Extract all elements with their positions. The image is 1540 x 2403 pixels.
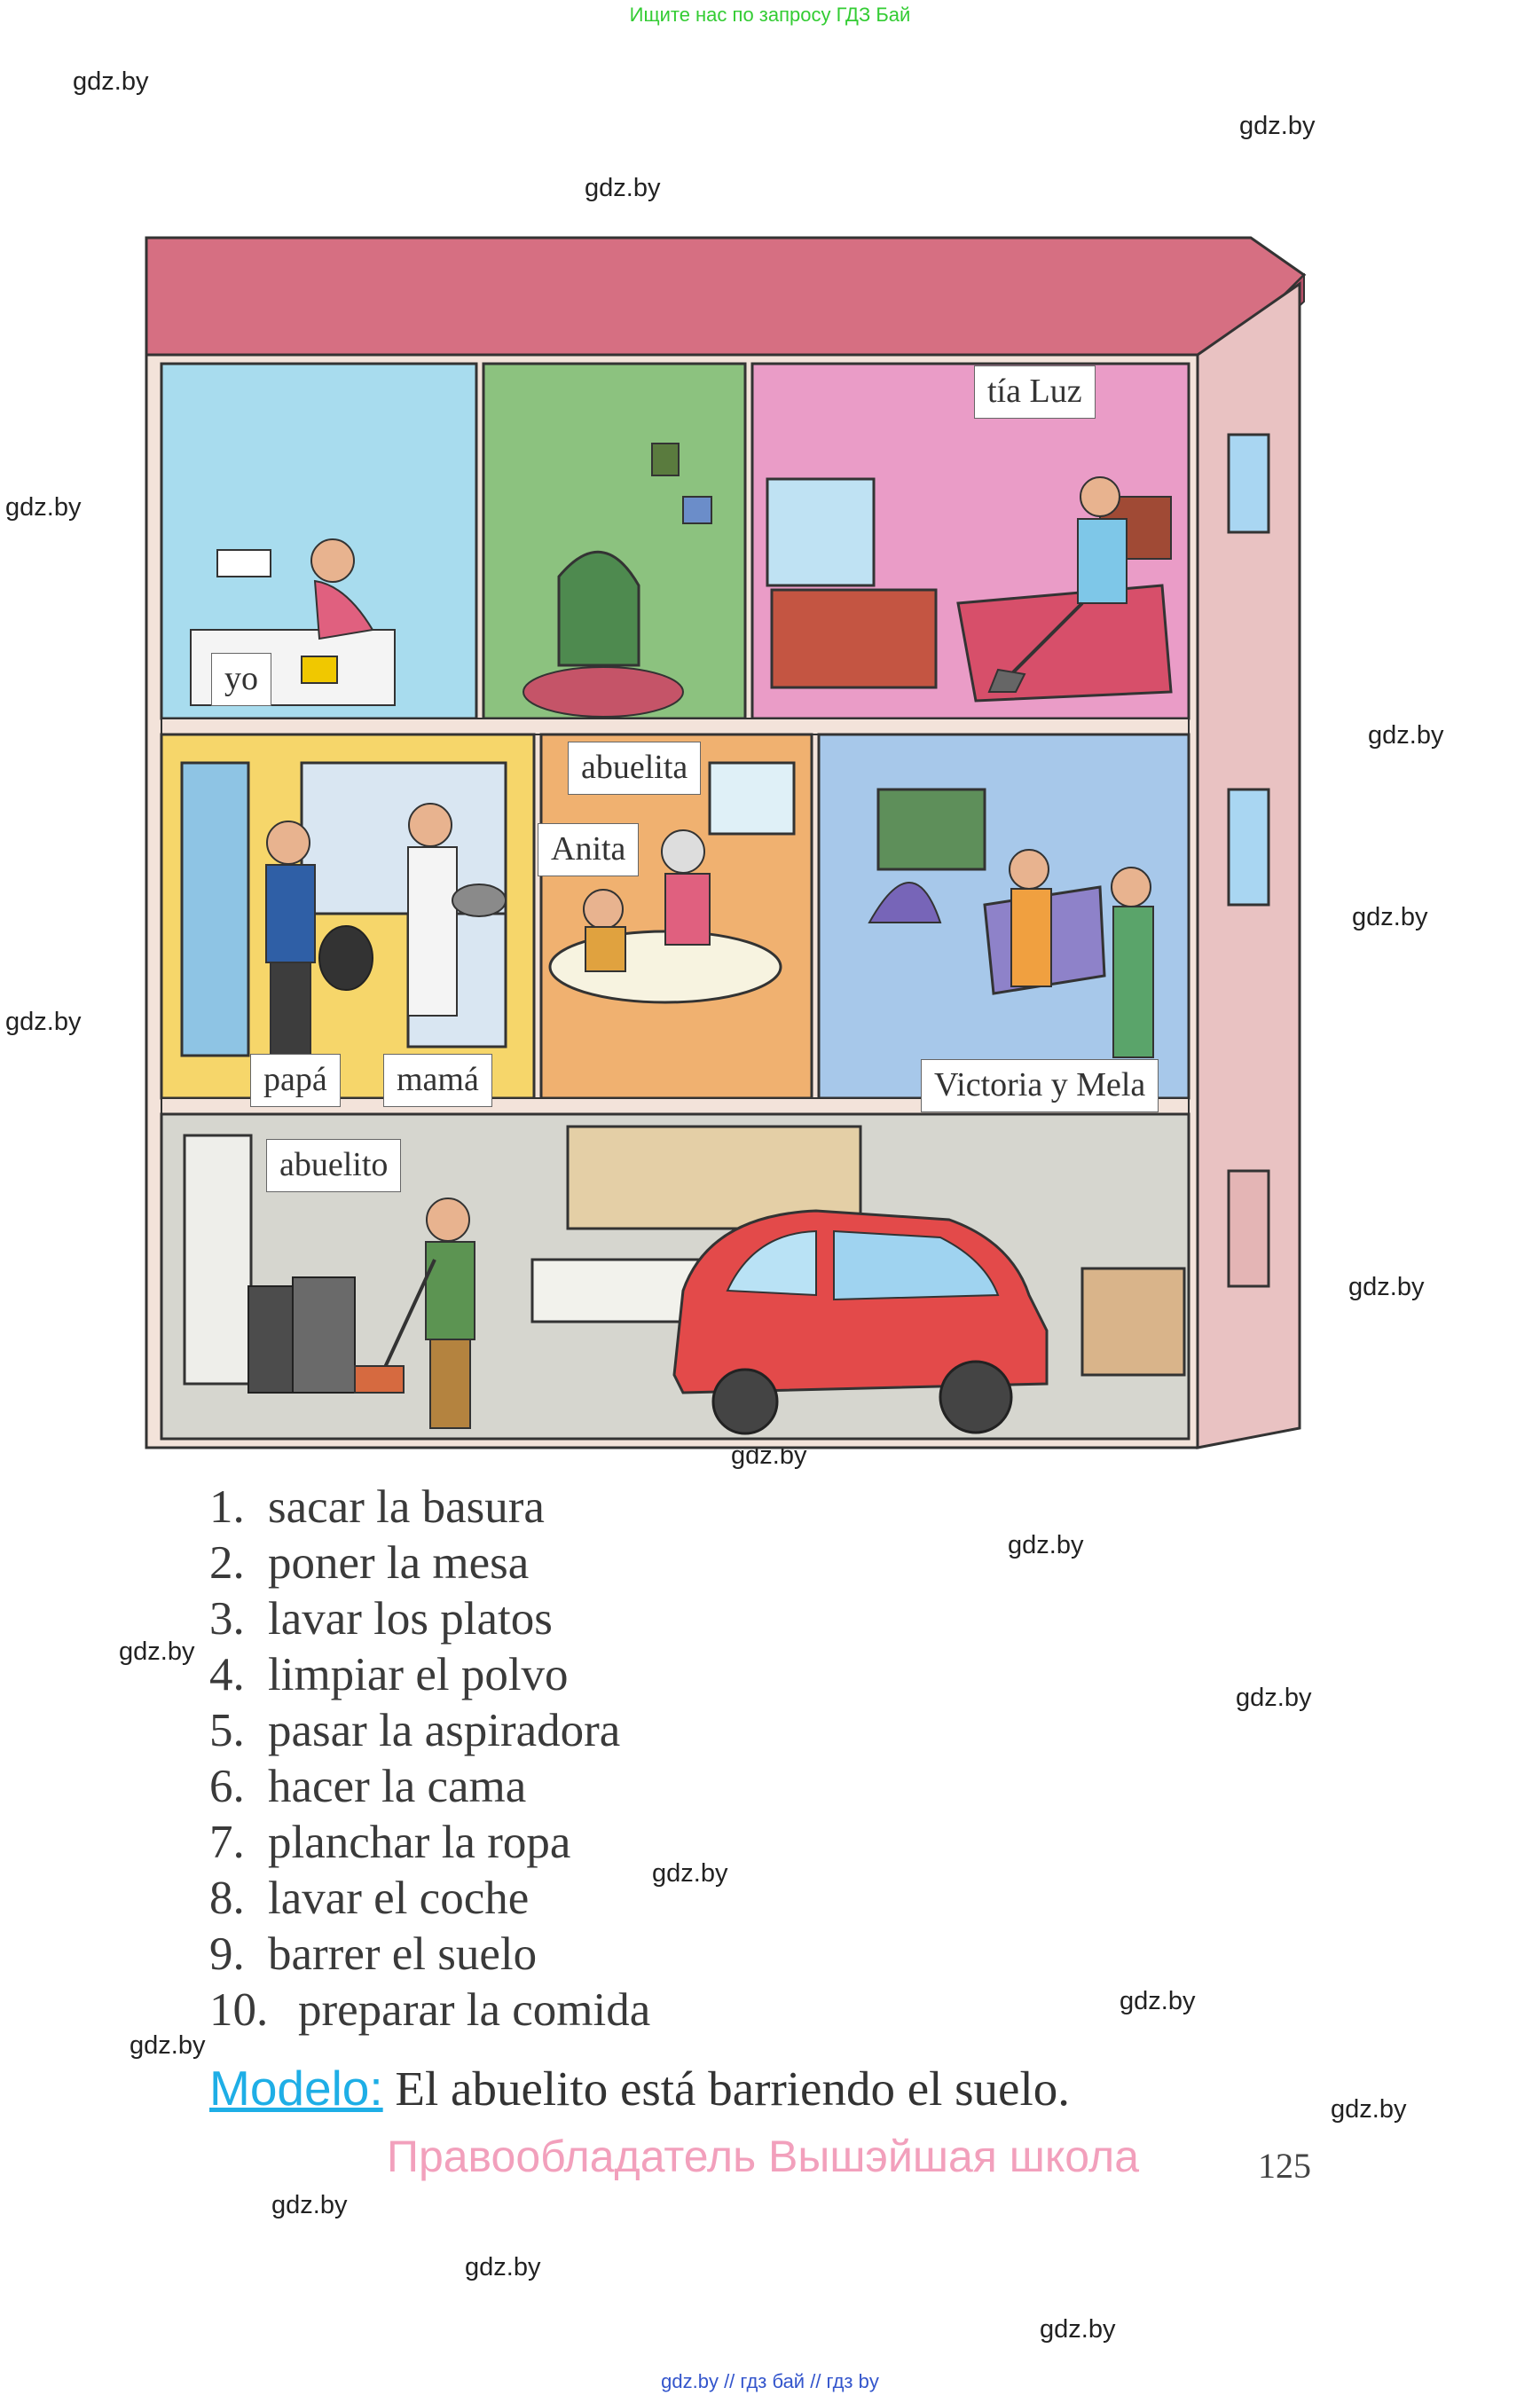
watermark: gdz.by <box>5 1008 82 1036</box>
label-victoria-y-mela: Victoria y Mela <box>921 1059 1159 1112</box>
watermark: gdz.by <box>119 1637 195 1666</box>
watermark: gdz.by <box>1008 1531 1084 1559</box>
label-abuelita: abuelita <box>568 742 702 795</box>
watermark: gdz.by <box>73 67 149 96</box>
label-papa: papá <box>250 1054 341 1107</box>
watermark: gdz.by <box>1368 721 1444 750</box>
list-item: 8.lavar el coche <box>209 1873 530 1924</box>
label-mama: mamá <box>383 1054 492 1107</box>
list-item: 5.pasar la aspiradora <box>209 1705 621 1756</box>
watermark: gdz.by <box>585 174 661 202</box>
watermark: gdz.by <box>1239 112 1316 140</box>
watermark: gdz.by <box>130 2031 206 2060</box>
label-yo: yo <box>211 653 271 706</box>
watermark: gdz.by <box>5 493 82 522</box>
list-item: 7.planchar la ropa <box>209 1817 571 1868</box>
chores-list: 1.sacar la basura 2.poner la mesa 3.lava… <box>209 1480 650 2038</box>
list-item: 9.barrer el suelo <box>209 1928 538 1980</box>
watermark: gdz.by <box>1331 2095 1407 2124</box>
house-cutaway-drawing <box>145 236 1307 1449</box>
house-illustration: yo tía Luz abuelita Anita papá mamá Vict… <box>142 231 1313 1455</box>
watermark: gdz.by <box>652 1859 728 1888</box>
list-item: 4.limpiar el polvo <box>209 1649 569 1700</box>
watermark: gdz.by <box>1040 2315 1116 2344</box>
model-label: Modelo: <box>209 2061 383 2116</box>
copyright-notice: Правообладатель Вышэйшая школа <box>387 2132 1139 2181</box>
label-anita: Anita <box>538 823 640 876</box>
list-item: 10.preparar la comida <box>209 1984 651 2036</box>
watermark: gdz.by <box>1236 1684 1312 1712</box>
model-sentence: Modelo: El abuelito está barriendo el su… <box>209 2060 1070 2116</box>
label-tia-luz: tía Luz <box>974 365 1096 419</box>
model-text: El abuelito está barriendo el suelo. <box>382 2061 1070 2116</box>
page-number: 125 <box>1258 2146 1311 2186</box>
list-item: 6.hacer la cama <box>209 1761 527 1812</box>
footer-links: gdz.by // гдз бай // гдз by <box>661 2370 879 2392</box>
watermark: gdz.by <box>465 2253 541 2281</box>
list-item: 3.lavar los platos <box>209 1593 553 1645</box>
watermark: gdz.by <box>1348 1273 1425 1301</box>
watermark: gdz.by <box>1120 1987 1196 2015</box>
top-banner: Ищите нас по запросу ГДЗ Бай <box>629 4 911 26</box>
watermark: gdz.by <box>271 2191 348 2219</box>
watermark: gdz.by <box>1352 903 1428 931</box>
list-item: 2.poner la mesa <box>209 1537 530 1589</box>
label-abuelito: abuelito <box>266 1139 402 1192</box>
list-item: 1.sacar la basura <box>209 1481 545 1533</box>
